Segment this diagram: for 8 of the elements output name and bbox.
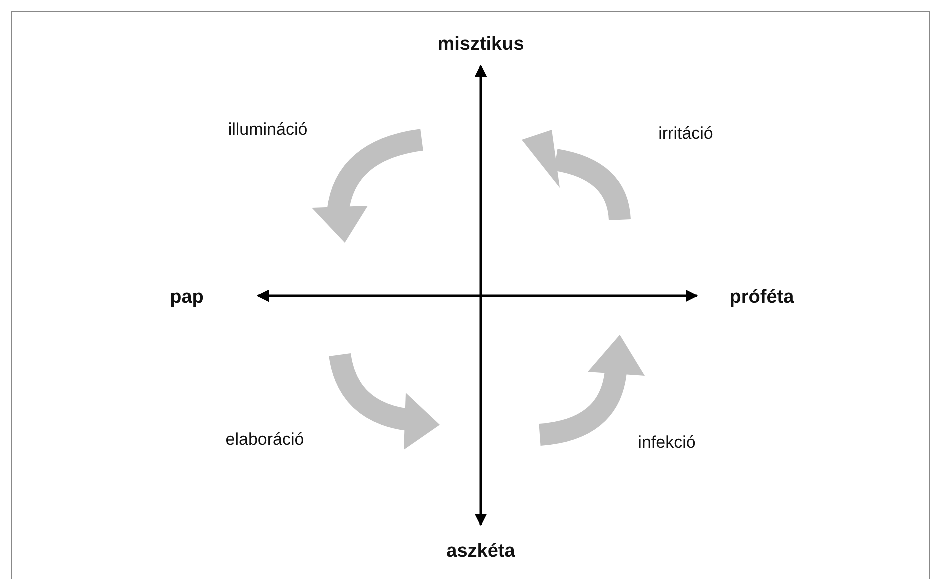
axis-label: pap [170,287,204,309]
axis-label: próféta [730,287,794,309]
axis-label: aszkéta [446,541,516,563]
phase-label: infekció [638,433,696,453]
phase-label: elaboráció [226,430,304,450]
phase-label: irritáció [658,124,714,144]
axis-label: misztikus [438,34,524,56]
phase-label: illumináció [228,120,308,140]
